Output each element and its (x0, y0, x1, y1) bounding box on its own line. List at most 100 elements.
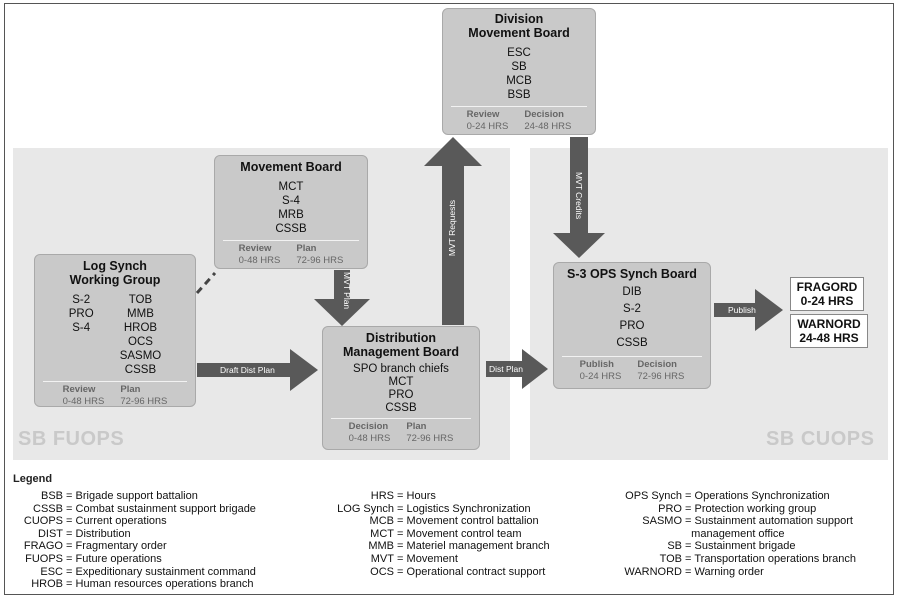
legend-def: Movement control battalion (406, 515, 539, 528)
legend-row: WARNORD = Warning order (612, 566, 856, 579)
fuops-zone-label: SB FUOPS (18, 428, 125, 450)
dashed-connector (195, 271, 217, 295)
legend-row: SB = Sustainment brigade (612, 540, 856, 553)
legend-def: Distribution (75, 527, 131, 540)
legend-abbr: FUOPS (25, 552, 63, 565)
list-item: PRO (388, 389, 414, 401)
division-board-title-line1: Division (494, 12, 544, 26)
legend-def: Operational contract support (406, 565, 546, 578)
fragord-hours: 0-24 HRS (800, 294, 854, 308)
list-item: CSSB (385, 402, 417, 414)
legend-abbr: HRS (370, 490, 394, 502)
list-item: BSB (507, 89, 531, 101)
legend-abbr: CUOPS (23, 515, 63, 528)
legend-row: LOG Synch = Logistics Synchronization (320, 503, 550, 516)
legend-row: ESC = Expeditionary sustainment command (8, 566, 256, 579)
dmb-title-line2: Management Board (343, 345, 459, 359)
list-item: MMB (127, 308, 154, 320)
legend-row: MMB = Materiel management branch (320, 540, 550, 553)
timing-value: 0-24 HRS (579, 371, 622, 382)
legend-def: Combat sustainment support brigade (75, 502, 256, 515)
legend-row: FUOPS = Future operations (8, 553, 256, 566)
divider (43, 381, 187, 382)
timing-head: Publish (579, 359, 614, 370)
legend-def: Expeditionary sustainment command (75, 565, 256, 578)
draft-dist-plan-label: Draft Dist Plan (220, 365, 275, 375)
legend-abbr: HROB (31, 578, 63, 591)
legend-abbr: LOG Synch (337, 502, 394, 515)
legend-abbr: MCT (370, 527, 394, 540)
legend-abbr: OPS Synch (625, 490, 682, 502)
fragord-box: FRAGORD 0-24 HRS (790, 277, 864, 311)
list-item: SB (511, 61, 527, 73)
list-item: CSSB (124, 364, 157, 376)
timing-value: 0-24 HRS (466, 121, 509, 132)
timing-head: Review (466, 109, 500, 120)
movement-board-items: MCT S-4 MRB CSSB (215, 180, 367, 236)
timing-value: 24-48 HRS (524, 121, 572, 132)
mvt-plan-label: MVT Plan (342, 272, 352, 310)
legend-row: SASMO = Sustainment automation support (612, 515, 856, 528)
list-item: PRO (68, 308, 94, 320)
draft-dist-plan-arrow (197, 349, 318, 391)
legend-row: MVT = Movement (320, 553, 550, 566)
legend-row: TOB = Transportation operations branch (612, 553, 856, 566)
legend-column-1: BSB = Brigade support battalion CSSB = C… (8, 490, 256, 591)
dist-plan-label: Dist Plan (489, 364, 524, 374)
legend-def: Materiel management branch (406, 540, 550, 553)
legend-row: FRAGO = Fragmentary order (8, 540, 256, 553)
timing-value: 72-96 HRS (120, 396, 168, 407)
log-synch-title: Log Synch Working Group (35, 255, 195, 287)
legend-def: Sustainment automation support (694, 515, 853, 528)
list-item: MCB (506, 75, 532, 87)
division-movement-board: Division Movement Board ESC SB MCB BSB R… (442, 8, 596, 135)
timing-value: 72-96 HRS (637, 371, 685, 382)
legend-abbr: BSB (40, 490, 63, 502)
mvt-credits-label: MVT Credits (574, 172, 584, 220)
publish-label: Publish (728, 305, 756, 315)
legend-row: MCT = Movement control team (320, 528, 550, 541)
legend-def: Protection working group (694, 502, 817, 515)
legend-abbr: MCB (369, 515, 394, 528)
legend-row: PRO = Protection working group (612, 503, 856, 516)
legend-column-3: OPS Synch = Operations Synchronization P… (612, 490, 856, 578)
mvt-requests-arrow (424, 137, 482, 325)
legend-def: Future operations (75, 552, 162, 565)
log-synch-title-line2: Working Group (69, 273, 161, 287)
mvt-credits-arrow (553, 137, 605, 258)
legend-abbr: MVT (370, 552, 394, 565)
legend-abbr: OCS (370, 565, 394, 578)
list-item: CSSB (275, 223, 307, 235)
timing-head: Plan (406, 421, 427, 432)
timing-value: 0-48 HRS (348, 433, 391, 444)
division-board-title-line2: Movement Board (468, 26, 570, 40)
legend-def: Operations Synchronization (694, 490, 830, 502)
timing-head: Review (62, 384, 96, 395)
legend-def: Logistics Synchronization (406, 502, 531, 515)
timing-head: Plan (296, 243, 317, 254)
legend-abbr: TOB (659, 552, 682, 565)
legend-column-2: HRS = Hours LOG Synch = Logistics Synchr… (320, 490, 550, 579)
list-item: OCS (128, 336, 153, 348)
dist-plan-arrow (486, 349, 548, 389)
legend-def: Fragmentary order (75, 540, 167, 553)
list-item: HROB (123, 322, 158, 334)
list-item: TOB (128, 294, 153, 306)
legend-row: DIST = Distribution (8, 528, 256, 541)
list-item: MRB (278, 209, 304, 221)
list-item: DIB (622, 286, 642, 298)
legend-row: HROB = Human resources operations branch (8, 578, 256, 591)
timing-value: 72-96 HRS (406, 433, 454, 444)
cuops-zone-label: SB CUOPS (766, 428, 875, 450)
list-item: S-2 (623, 303, 641, 315)
legend-row: BSB = Brigade support battalion (8, 490, 256, 503)
legend-row: OCS = Operational contract support (320, 566, 550, 579)
legend-def: Sustainment brigade (694, 540, 796, 553)
legend-row: CSSB = Combat sustainment support brigad… (8, 503, 256, 516)
distribution-management-board: Distribution Management Board SPO branch… (322, 326, 480, 450)
legend-abbr: ESC (40, 565, 63, 578)
log-synch-right-col: TOB MMB HROB OCS SASMO CSSB (120, 293, 162, 377)
